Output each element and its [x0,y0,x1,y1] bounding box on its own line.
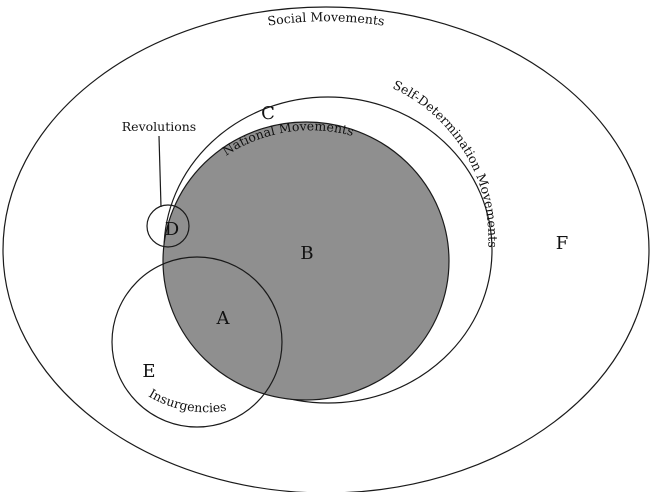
region-a-letter: A [216,308,231,329]
social-movements-ellipse [2,6,650,492]
insurgencies-circle [111,256,283,428]
insurgencies-label: Insurgencies [146,386,227,416]
region-d-letter: D [165,219,179,240]
revolutions-callout-line [158,135,162,208]
region-c-letter: C [261,103,275,124]
region-f-letter: F [556,233,569,254]
revolutions-label: Revolutions [122,119,196,134]
region-e-letter: E [142,361,155,382]
social-movements-label: Social Movements [266,9,385,28]
revolutions-circle [146,204,190,248]
region-b-letter: B [300,243,313,264]
national-movements-ellipse [162,121,450,401]
